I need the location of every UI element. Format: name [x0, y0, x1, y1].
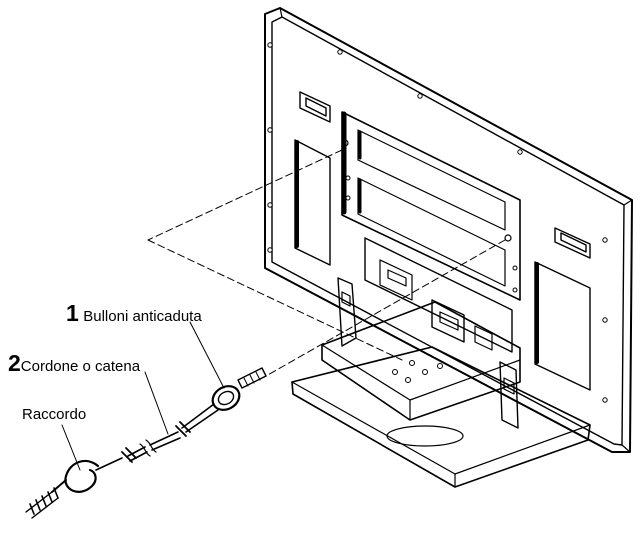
callout-fitting: Raccordo [22, 407, 86, 423]
callout-cord-or-chain: 2Cordone o catena [8, 352, 140, 375]
stand-neck [321, 301, 521, 421]
callout-label: Bulloni anticaduta [83, 308, 202, 325]
rim-screws [267, 42, 608, 403]
callout-number: 1 [66, 300, 79, 326]
alignment-lines [147, 149, 506, 377]
leader-lines [61, 321, 225, 471]
callout-label: Cordone o catena [20, 358, 141, 375]
tv-rear [264, 7, 633, 453]
stand-uprights [337, 277, 519, 429]
callout-label: Raccordo [22, 406, 87, 423]
right-handle [534, 227, 591, 391]
left-handle [294, 91, 331, 266]
fitting [25, 459, 100, 519]
cord [95, 403, 219, 471]
callout-number: 2 [8, 350, 21, 376]
back-plate [341, 111, 521, 353]
callout-anti-fall-bolts: 1 Bulloni anticaduta [66, 302, 202, 325]
